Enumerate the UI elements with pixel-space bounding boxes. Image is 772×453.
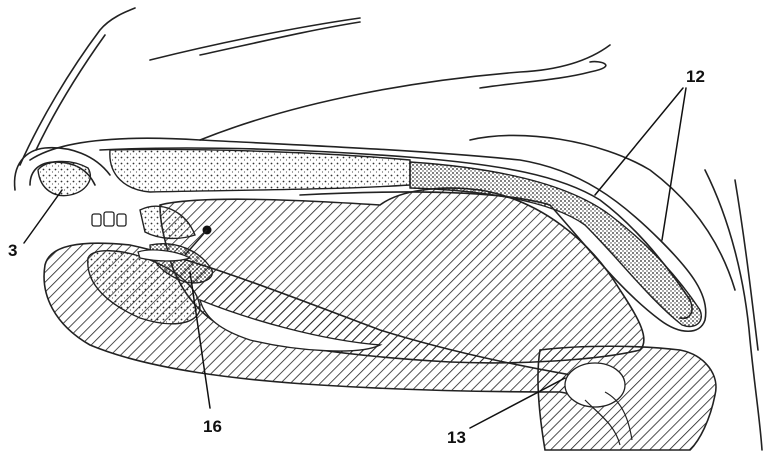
- crest-outline-inner: [36, 35, 105, 150]
- dorsal-band-stipple: [110, 149, 410, 192]
- label-13: 13: [447, 428, 466, 447]
- leader-12b: [662, 88, 686, 240]
- label-12: 12: [686, 67, 705, 86]
- pharynx-hatched: [538, 346, 716, 450]
- upper-contour: [200, 45, 610, 140]
- leader-3: [24, 190, 62, 243]
- label-3: 3: [8, 241, 17, 260]
- label-16: 16: [203, 417, 222, 436]
- leader-12a: [595, 88, 683, 195]
- nasal-capsule: [38, 161, 90, 195]
- teeth: [92, 212, 126, 226]
- upper-contour-inner: [480, 62, 606, 88]
- ridge-line-inner: [200, 22, 360, 55]
- ridge-line: [150, 18, 360, 60]
- crest-outline: [20, 8, 135, 165]
